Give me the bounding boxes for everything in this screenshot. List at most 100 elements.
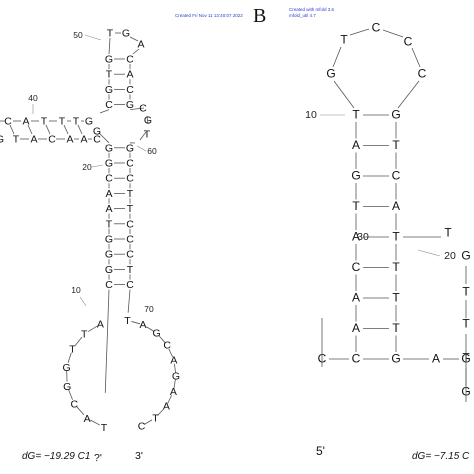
loop-nucleotide: C (71, 399, 79, 411)
stem-nucleotide: A (126, 69, 133, 81)
stem-nucleotide: C (105, 99, 113, 111)
loop-nucleotide: T (124, 315, 131, 327)
stem-nucleotide: T (352, 108, 360, 122)
branch-nucleotide: C (48, 134, 56, 146)
loop-nucleotide: G (144, 115, 152, 127)
stem-nucleotide: G (351, 169, 360, 183)
stem-nucleotide: G (105, 249, 113, 261)
branch-nucleotide: C (93, 134, 101, 146)
loop-nucleotide: A (97, 319, 104, 331)
position-label: 70 (144, 304, 154, 314)
loop-nucleotide: C (139, 103, 147, 115)
panel-b-free-energy: dG= −7.15 C (412, 451, 470, 462)
panel-b-header-line2: mfold_util 4.7 (289, 13, 316, 18)
position-label: 40 (28, 93, 38, 103)
stem-nucleotide: A (105, 203, 112, 215)
loop-nucleotide: G (172, 370, 180, 382)
arm-nucleotide: T (444, 226, 452, 240)
stem-nucleotide: C (352, 352, 361, 366)
stem-nucleotide: A (352, 291, 360, 305)
stem-nucleotide: T (392, 138, 400, 152)
panel-b-header-line1: Created with mfold 3.6 (289, 7, 335, 12)
branch-nucleotide: G (0, 134, 4, 146)
hairpin-nucleotide: G (326, 67, 335, 81)
stem-nucleotide: A (392, 199, 400, 213)
stem-nucleotide: G (105, 142, 113, 154)
stem-nucleotide: C (126, 279, 134, 291)
loop-nucleotide: G (63, 381, 71, 393)
branch-nucleotide: C (4, 116, 12, 128)
stem-nucleotide: T (392, 321, 400, 335)
branch-nucleotide: A (30, 134, 37, 146)
stem-nucleotide: G (105, 54, 113, 66)
stem-nucleotide: C (126, 84, 134, 96)
loop-nucleotide: G (93, 126, 101, 138)
loop-nucleotide: A (140, 319, 147, 331)
stem-nucleotide: G (391, 352, 400, 366)
branch-nucleotide: A (80, 134, 87, 146)
stem-nucleotide: T (127, 203, 134, 215)
stem-nucleotide: A (352, 230, 360, 244)
position-label: 50 (73, 30, 83, 40)
hairpin-nucleotide: T (340, 33, 348, 47)
panel-b-label: B (253, 5, 266, 27)
loop-nucleotide: C (163, 340, 171, 352)
loop-nucleotide: G (62, 362, 70, 374)
stem-nucleotide: T (392, 291, 400, 305)
position-label: 30 (357, 231, 369, 243)
arm-nucleotide: T (462, 285, 470, 299)
stem-nucleotide: T (392, 260, 400, 274)
loop-nucleotide: T (69, 344, 76, 356)
branch-nucleotide: T (13, 134, 20, 146)
stem-nucleotide: T (392, 230, 400, 244)
stem-nucleotide: G (126, 99, 134, 111)
branch-nucleotide: T (41, 116, 48, 128)
panel-a-three-prime: 3' (135, 450, 143, 462)
branch-nucleotide: A (66, 134, 73, 146)
hairpin-nucleotide: C (404, 35, 413, 49)
loop-nucleotide: T (101, 422, 108, 434)
loop-nucleotide: A (170, 354, 177, 366)
stem-nucleotide: C (126, 158, 134, 170)
stem-nucleotide: C (126, 173, 134, 185)
hairpin-nucleotide: C (372, 21, 381, 35)
stem-nucleotide: C (392, 169, 401, 183)
stem-nucleotide: G (105, 264, 113, 276)
hairpin-nucleotide: T (107, 28, 114, 40)
position-label: 10 (71, 285, 81, 295)
hairpin-nucleotide: A (137, 39, 144, 51)
stem-nucleotide: A (105, 188, 112, 200)
loop-nucleotide: A (170, 386, 177, 398)
panel-a-header: Created Fri Nov 11 13:40:07 2022 (175, 13, 243, 18)
stem-nucleotide: C (126, 54, 134, 66)
stem-nucleotide: A (352, 321, 360, 335)
position-label: 10 (305, 109, 317, 121)
stem-nucleotide: A (352, 138, 360, 152)
loop-nucleotide: T (81, 329, 88, 341)
loop-nucleotide: C (138, 420, 146, 432)
loop-nucleotide: G (153, 328, 161, 340)
stem-nucleotide: C (105, 279, 113, 291)
position-label: 60 (147, 146, 157, 156)
stem-nucleotide: C (105, 173, 113, 185)
stem-nucleotide: C (126, 249, 134, 261)
panel-a-five-prime: ?' (94, 452, 102, 464)
hairpin-nucleotide: C (418, 67, 427, 81)
stem-nucleotide: T (106, 69, 113, 81)
loop-nucleotide: T (144, 129, 151, 141)
stem-nucleotide: G (105, 158, 113, 170)
stem-nucleotide: G (126, 142, 134, 154)
hairpin-nucleotide: G (122, 28, 130, 40)
branch-nucleotide: A (22, 116, 29, 128)
panel-b-five-prime: 5' (316, 444, 325, 458)
panel-a-free-energy: dG= −19.29 C1 (22, 451, 90, 462)
stem-nucleotide: C (126, 234, 134, 246)
tail-nucleotide: A (432, 352, 440, 366)
stem-nucleotide: G (105, 84, 113, 96)
branch-nucleotide: T (59, 116, 66, 128)
stem-nucleotide: T (352, 199, 360, 213)
loop-nucleotide: A (84, 413, 91, 425)
stem-nucleotide: G (105, 234, 113, 246)
